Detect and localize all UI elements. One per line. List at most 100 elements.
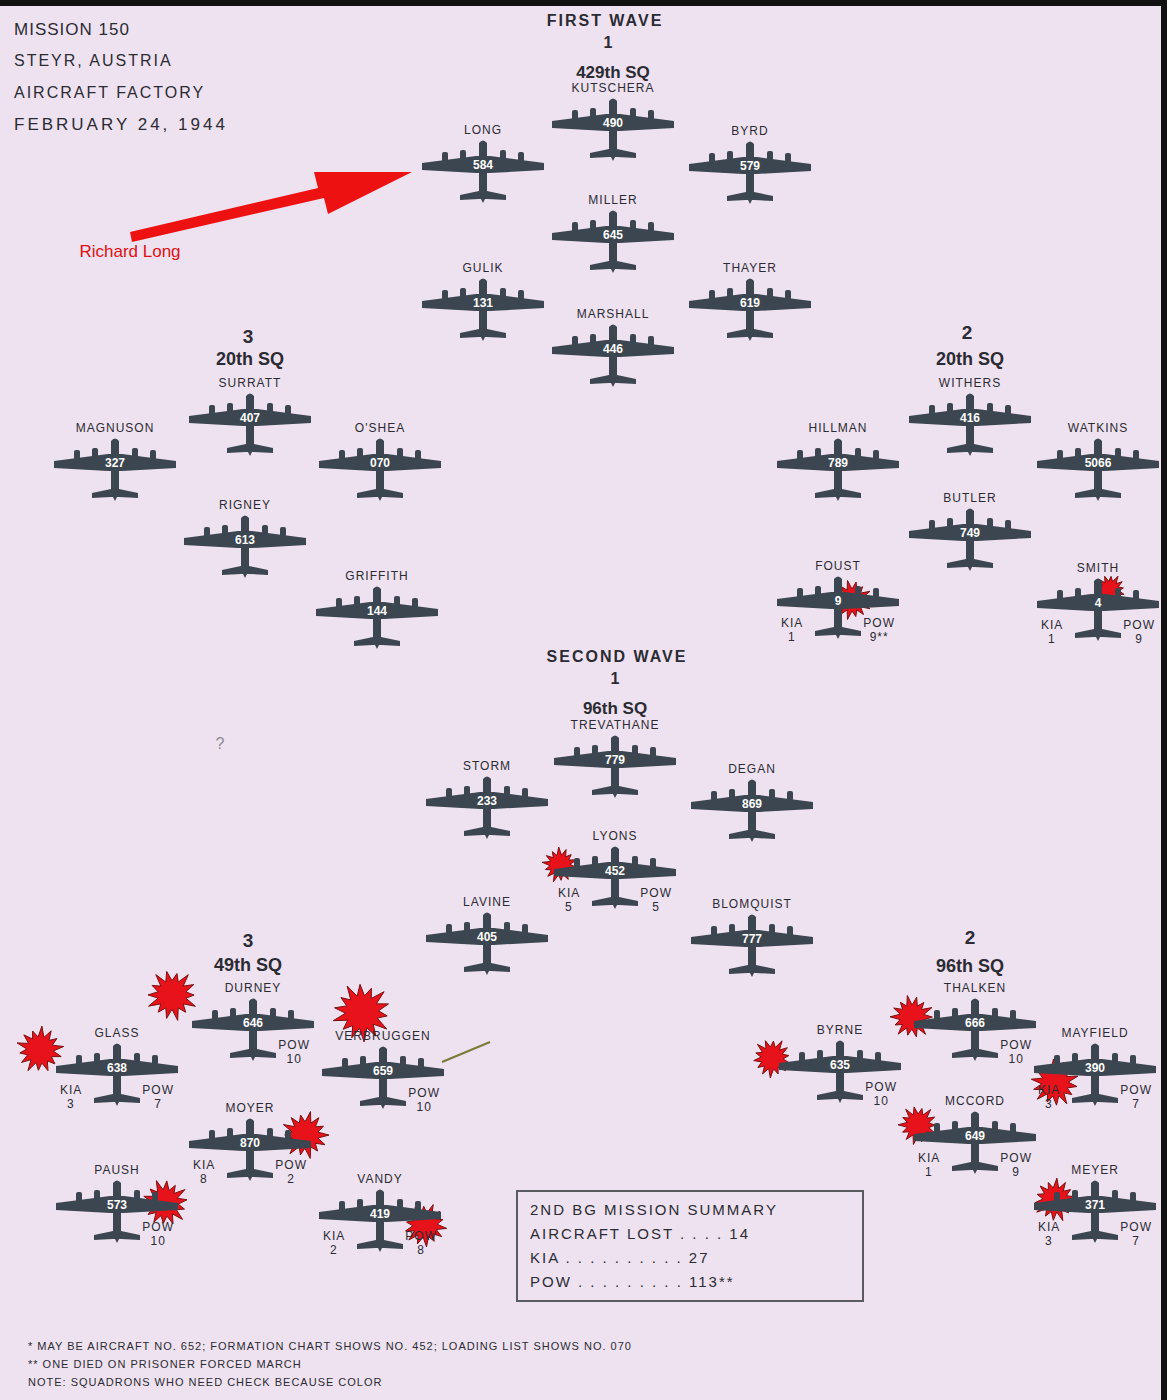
pilot-name: THAYER [687, 260, 813, 276]
aircraft: PAUSH573POW 10 [54, 1162, 180, 1282]
aircraft: MAGNUSON 327 [52, 420, 178, 540]
aircraft: LONG584 [420, 122, 546, 242]
bomber-silhouette [52, 437, 178, 503]
casualty-count: KIA 3 [1038, 1083, 1060, 1111]
pilot-name: GRIFFITH [314, 568, 440, 584]
tail-number: 870 [225, 1136, 275, 1150]
aircraft: SMITH4KIA 1POW 9 [1035, 560, 1161, 680]
tail-number: 649 [950, 1129, 1000, 1143]
pilot-name: BUTLER [907, 490, 1033, 506]
pilot-name: MAYFIELD [1032, 1025, 1158, 1041]
aircraft: WITHERS 416 [907, 375, 1033, 495]
bomber-silhouette [187, 392, 313, 458]
aircraft: DURNEY646POW 10 [190, 980, 316, 1100]
aircraft: SURRATT407 [187, 375, 313, 495]
tail-number: 419 [355, 1207, 405, 1221]
aircraft: O'SHEA070 [317, 420, 443, 540]
tail-number: 144 [352, 604, 402, 618]
aircraft: LYONS452KIA 5POW 5 [552, 828, 678, 948]
casualty-count: POW 10 [1000, 1038, 1032, 1066]
aircraft: RIGNEY613 [182, 497, 308, 617]
aircraft: BLOMQUIST 777 [689, 896, 815, 1016]
tail-number: 070 [355, 456, 405, 470]
casualty-count: POW 9** [863, 616, 895, 644]
bomber-silhouette [775, 437, 901, 503]
tail-number: 327 [90, 456, 140, 470]
pilot-name: RIGNEY [182, 497, 308, 513]
aircraft: MAYFIELD 390KIA 3 POW 7 [1032, 1025, 1158, 1145]
pilot-name: BLOMQUIST [689, 896, 815, 912]
pilot-name: WATKINS [1035, 420, 1161, 436]
pilot-name: THALKEN [912, 980, 1038, 996]
pilot-name: TREVATHANE [552, 717, 678, 733]
casualty-count: POW 2 [275, 1158, 307, 1186]
hit-burst [890, 996, 932, 1037]
tail-number: 390 [1070, 1061, 1120, 1075]
aircraft: FOUST9KIA 1POW 9** [775, 558, 901, 678]
bomber-silhouette [687, 277, 813, 343]
footnote: ** ONE DIED ON PRISONER FORCED MARCH [28, 1358, 302, 1370]
tail-number: 779 [590, 753, 640, 767]
casualty-count: POW 5 [640, 886, 672, 914]
tail-number: 645 [588, 228, 638, 242]
aircraft: HILLMAN789 [775, 420, 901, 540]
tail-number: 233 [462, 794, 512, 808]
tail-number: 869 [727, 797, 777, 811]
pilot-name: WITHERS [907, 375, 1033, 391]
aircraft: THALKEN 666POW 10 [912, 980, 1038, 1100]
pilot-name: MAGNUSON [52, 420, 178, 436]
pilot-name: DURNEY [190, 980, 316, 996]
group-label: 96th SQ [936, 956, 1004, 977]
pilot-name: STORM [424, 758, 550, 774]
group-label: 429th SQ [576, 63, 650, 83]
group-label: SECOND WAVE [547, 648, 688, 666]
tail-number: 407 [225, 411, 275, 425]
casualty-count: POW 10 [408, 1086, 440, 1114]
aircraft: BYRNE635POW 10 [777, 1022, 903, 1142]
aircraft: THAYER619 [687, 260, 813, 380]
group-label: 96th SQ [583, 699, 647, 719]
bomber-silhouette [689, 778, 815, 844]
group-label: FIRST WAVE [547, 12, 664, 30]
callout-name: Richard Long [79, 242, 180, 262]
casualty-count: POW 7 [142, 1083, 174, 1111]
group-label: 3 [243, 326, 254, 348]
tail-number: 573 [92, 1198, 142, 1212]
tail-number: 646 [228, 1016, 278, 1030]
tail-number: 579 [725, 159, 775, 173]
aircraft: GLASS638KIA 3POW 7 [54, 1025, 180, 1145]
tail-number: 635 [815, 1058, 865, 1072]
tail-number: 452 [590, 864, 640, 878]
aircraft: VANDY419KIA 2POW 8 [317, 1171, 443, 1291]
casualty-count: KIA 8 [193, 1158, 215, 1186]
group-label: 49th SQ [214, 955, 282, 976]
pilot-name: GLASS [54, 1025, 180, 1041]
pilot-name: SMITH [1035, 560, 1161, 576]
aircraft: MEYER371KIA 3POW 7 [1032, 1162, 1158, 1282]
pilot-name: VERBRUGGEN [320, 1028, 446, 1044]
tail-number: 490 [588, 116, 638, 130]
bomber-silhouette [420, 277, 546, 343]
pilot-name: GULIK [420, 260, 546, 276]
pointer-arrow [130, 172, 412, 242]
group-label: 1 [604, 34, 613, 52]
casualty-count: KIA 1 [918, 1151, 940, 1179]
tail-number: 777 [727, 932, 777, 946]
casualty-count: POW 7 [1120, 1083, 1152, 1111]
tail-number: 416 [945, 411, 995, 425]
summary-row: KIA . . . . . . . . . . 27 [530, 1246, 850, 1270]
header-line: STEYR, AUSTRIA [14, 52, 173, 70]
aircraft: DEGAN869 [689, 761, 815, 881]
aircraft: LAVINE405 [424, 894, 550, 1014]
group-label: 2 [965, 927, 976, 949]
bomber-silhouette [424, 911, 550, 977]
casualty-count: POW 9 [1000, 1151, 1032, 1179]
tail-number: 405 [462, 930, 512, 944]
tail-number: 666 [950, 1016, 1000, 1030]
casualty-count: POW 9 [1123, 618, 1155, 646]
summary-box: 2ND BG MISSION SUMMARYAIRCRAFT LOST . . … [516, 1190, 864, 1302]
casualty-count: POW 7 [1120, 1220, 1152, 1248]
bomber-silhouette [420, 139, 546, 205]
tail-number: 446 [588, 342, 638, 356]
